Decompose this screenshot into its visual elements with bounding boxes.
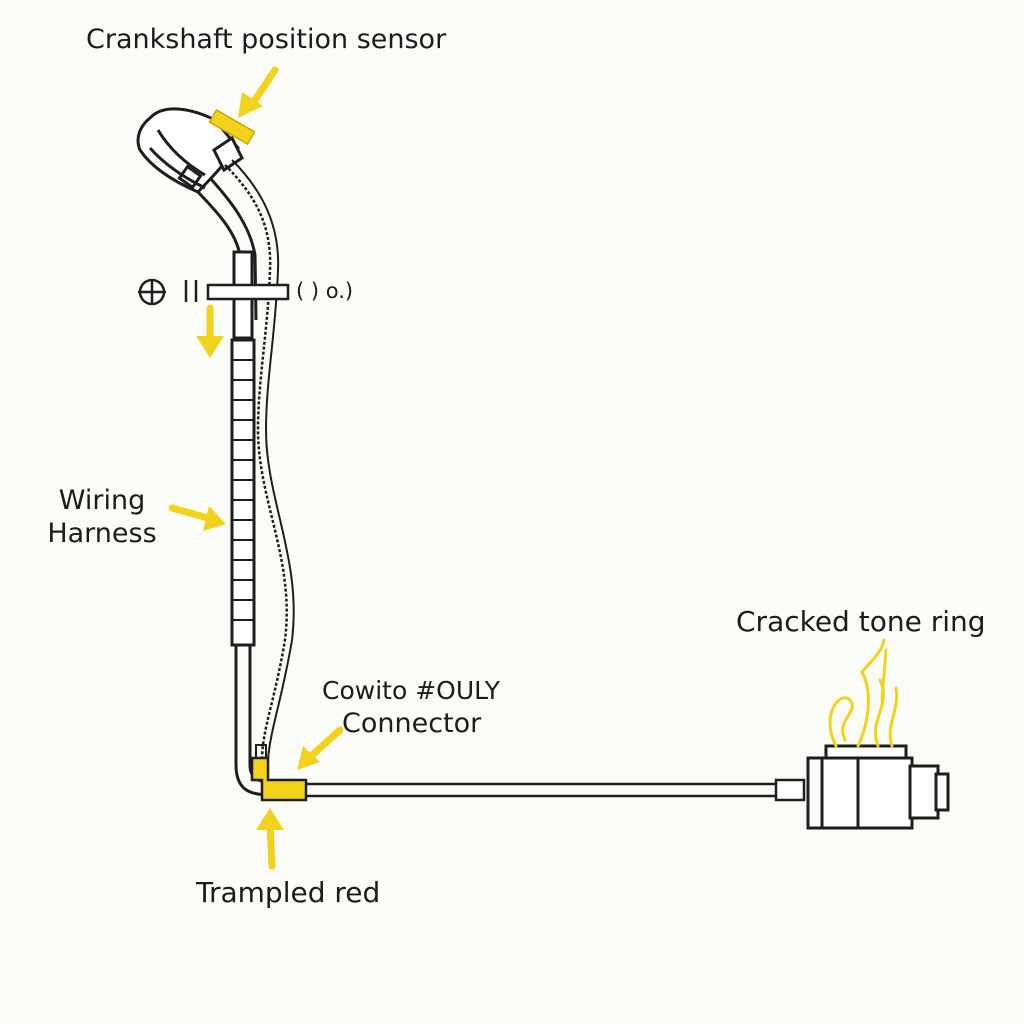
wiring-harness-label-line2: Harness [47,518,157,549]
arrow-trampled [256,808,284,870]
trampled-red-label: Trampled red [196,876,381,909]
arrow-sensor [238,66,279,118]
wiring-harness-label: Wiring Harness [40,484,164,550]
cracked-tone-ring-label: Cracked tone ring [736,605,986,638]
tone-ring-pointer [880,648,888,702]
arrow-connector [297,726,344,770]
crankshaft-sensor-label: Crankshaft position sensor [86,24,447,55]
crankshaft-sensor-head [136,107,244,194]
connector-highlight [250,756,308,802]
clamp-gauge-label: ( ) o.) [296,279,354,303]
connector-label: Cowito #OULY Connector [322,674,500,740]
sensor-cable [306,778,806,802]
connector-label-line2: Connector [342,708,482,739]
clamp-gauge [138,278,290,306]
tone-ring-module [806,744,950,830]
connector-label-line1: Cowito #OULY [322,676,500,705]
sensor-highlight [208,108,256,146]
wiring-harness-label-line1: Wiring [58,485,146,516]
arrow-harness [168,504,226,531]
wiring-harness [196,159,295,797]
arrow-clamp [196,304,224,358]
